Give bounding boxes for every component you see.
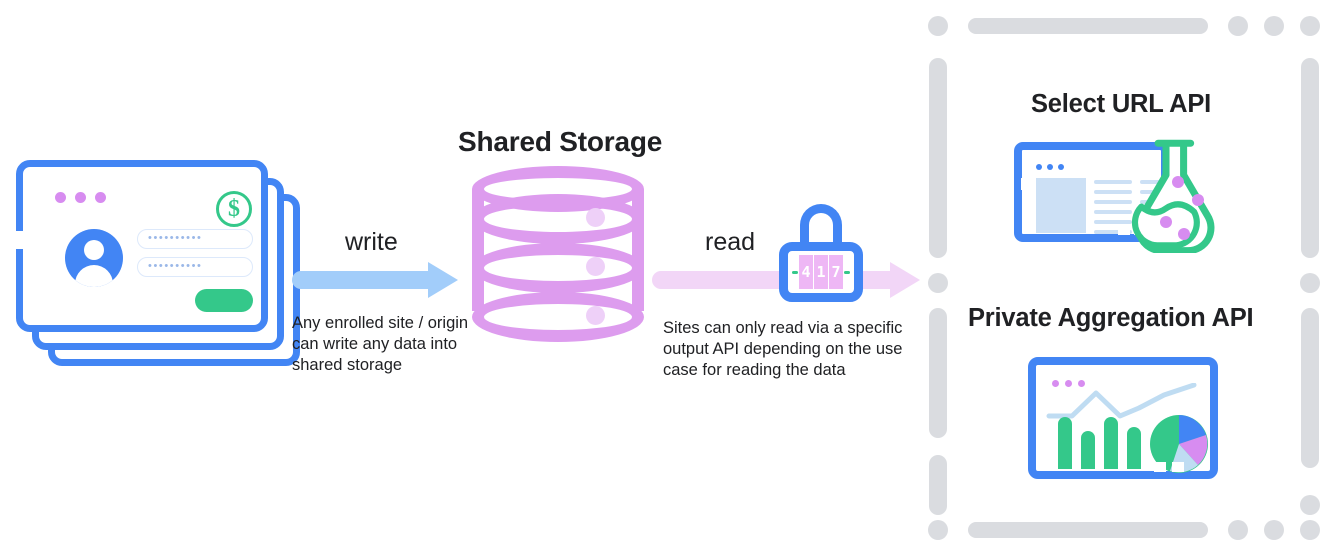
browser-window-with-flask-icon — [1014, 138, 1229, 253]
content-line — [1094, 210, 1132, 214]
content-line — [1094, 200, 1132, 204]
window-dot-1 — [55, 192, 66, 203]
panel-dash-top-4 — [1264, 16, 1284, 36]
avatar-head — [84, 240, 104, 260]
bar-4 — [1127, 427, 1141, 469]
dollar-badge-icon: $ — [216, 191, 252, 227]
cylinder-dot-2 — [586, 257, 605, 276]
lock-dash-left — [792, 270, 798, 274]
combination-lock-icon: 4 1 7 — [779, 204, 863, 302]
read-caption: Sites can only read via a specific outpu… — [663, 319, 903, 379]
browser-dot-2 — [1047, 164, 1053, 170]
pie-slice-purple — [1179, 435, 1208, 465]
lock-shackle — [800, 204, 842, 250]
write-arrow-icon — [292, 271, 432, 289]
card-front: $ •••••••••• •••••••••• — [16, 160, 268, 332]
password-field[interactable]: •••••••••• — [137, 257, 253, 277]
lock-dial-1: 4 — [799, 255, 813, 289]
panel-dash-right-2 — [1300, 273, 1320, 293]
cylinder-dot-1 — [586, 208, 605, 227]
panel-dash-top-1 — [928, 16, 948, 36]
cylinder-dot-3 — [586, 306, 605, 325]
browser-dot-1 — [1036, 164, 1042, 170]
panel-dash-right-4 — [1300, 495, 1320, 515]
dashboard-charts-icon — [1028, 357, 1218, 479]
content-line — [1094, 190, 1132, 194]
lock-dial-2: 1 — [814, 255, 828, 289]
lock-body: 4 1 7 — [779, 242, 863, 302]
panel-dash-right-3 — [1301, 308, 1319, 468]
lock-dash-right — [844, 270, 850, 274]
read-label: read — [705, 228, 756, 256]
flask-dot — [1178, 228, 1190, 240]
write-caption: Any enrolled site / origin can write any… — [292, 314, 469, 374]
panel-dash-left-4 — [929, 455, 947, 515]
content-line — [1094, 220, 1132, 224]
cylinder-top — [472, 166, 644, 212]
window-edge-notch — [1021, 178, 1031, 190]
avatar-body — [75, 265, 113, 287]
panel-dash-left-1 — [929, 58, 947, 258]
panel-dash-top-5 — [1300, 16, 1320, 36]
dashboard-dot-1 — [1052, 380, 1059, 387]
window-edge-notch — [1154, 462, 1166, 472]
lock-dial-3: 7 — [829, 255, 843, 289]
browser-dot-3 — [1058, 164, 1064, 170]
submit-button[interactable] — [195, 289, 253, 312]
flask-dot — [1160, 216, 1172, 228]
username-field[interactable]: •••••••••• — [137, 229, 253, 249]
card-edge-notch — [11, 231, 23, 249]
line-chart — [1046, 383, 1197, 419]
write-arrow-head-icon — [428, 262, 458, 298]
read-arrow-head-icon — [890, 262, 920, 298]
avatar — [65, 229, 123, 287]
window-edge-notch — [1172, 462, 1184, 472]
database-cylinder-icon — [472, 166, 644, 351]
lock-dials: 4 1 7 — [792, 255, 850, 289]
panel-dash-left-2 — [928, 273, 948, 293]
window-edge-notch — [1118, 225, 1130, 235]
window-dot-2 — [75, 192, 86, 203]
content-image-block — [1036, 178, 1086, 233]
dashboard-dot-3 — [1078, 380, 1085, 387]
select-url-api-title: Select URL API — [1031, 90, 1212, 118]
panel-dash-bottom-4 — [1264, 520, 1284, 540]
write-label: write — [345, 228, 398, 256]
bar-1 — [1058, 417, 1072, 469]
panel-dash-bottom-1 — [928, 520, 948, 540]
private-aggregation-api-title: Private Aggregation API — [968, 304, 1254, 332]
window-dot-3 — [95, 192, 106, 203]
flask-dot — [1192, 194, 1204, 206]
browser-login-card-stack-icon: $ •••••••••• •••••••••• — [10, 160, 300, 366]
cylinder-left-wall — [472, 189, 484, 311]
content-line — [1094, 230, 1132, 234]
pie-chart — [1150, 415, 1208, 473]
cylinder-tier-3 — [472, 292, 644, 342]
content-line — [1140, 180, 1174, 184]
cylinder-right-wall — [632, 189, 644, 311]
panel-dash-top-2 — [968, 18, 1208, 34]
panel-dash-top-3 — [1228, 16, 1248, 36]
bar-2 — [1081, 431, 1095, 469]
cylinder-tier-2 — [472, 243, 644, 293]
flask-icon — [1131, 139, 1215, 253]
panel-dash-bottom-2 — [968, 522, 1208, 538]
output-apis-panel — [920, 8, 1320, 548]
dashboard-window — [1028, 357, 1218, 479]
dashboard-dot-2 — [1065, 380, 1072, 387]
flask-dot — [1172, 176, 1184, 188]
panel-dash-bottom-3 — [1228, 520, 1248, 540]
panel-dash-right-1 — [1301, 58, 1319, 258]
pie-slice-blue — [1179, 415, 1206, 444]
panel-dash-bottom-5 — [1300, 520, 1320, 540]
shared-storage-title: Shared Storage — [458, 126, 663, 157]
content-line — [1094, 180, 1132, 184]
bar-3 — [1104, 417, 1118, 469]
panel-dash-left-3 — [929, 308, 947, 438]
